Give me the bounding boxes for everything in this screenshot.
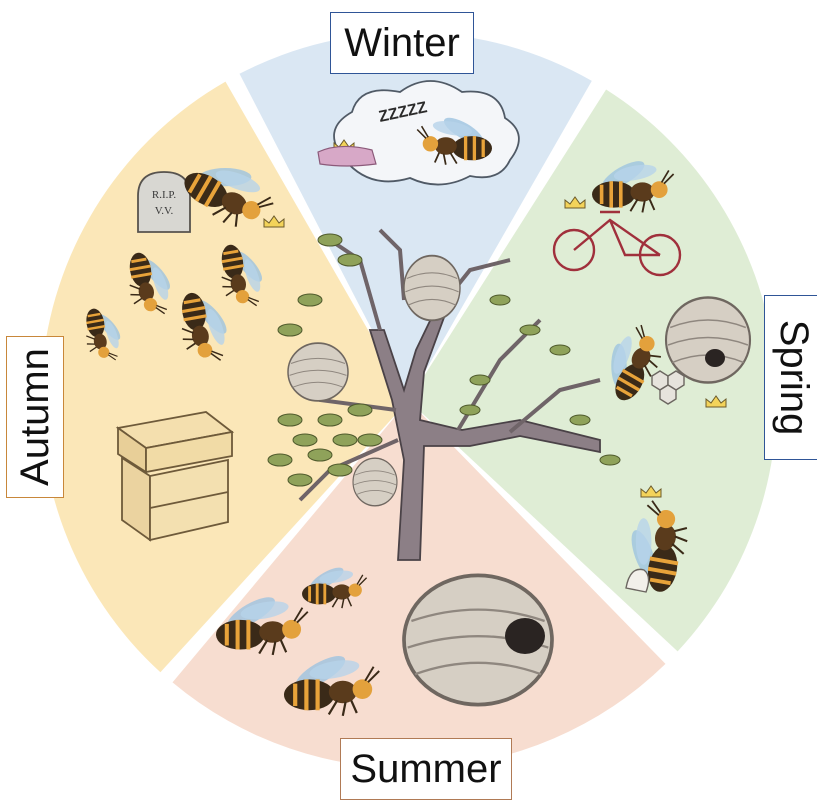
cloud-icon [334,81,519,185]
nest-icon [353,458,397,506]
svg-text:V.V.: V.V. [155,205,174,217]
pillow-icon [318,146,376,166]
nest-entrance [705,349,725,367]
nest-icon [404,256,460,321]
season-label-winter: Winter [330,12,474,74]
season-label-summer: Summer [340,738,512,800]
beehive-icon [118,412,232,540]
svg-text:R.I.P.: R.I.P. [152,189,176,201]
nest-icon [666,298,750,383]
tombstone-icon: R.I.P. V.V. [138,172,190,232]
season-label-spring: Spring [764,295,817,460]
nest-entrance [505,618,545,654]
nest-icon [288,343,348,401]
season-label-autumn: Autumn [6,336,64,498]
